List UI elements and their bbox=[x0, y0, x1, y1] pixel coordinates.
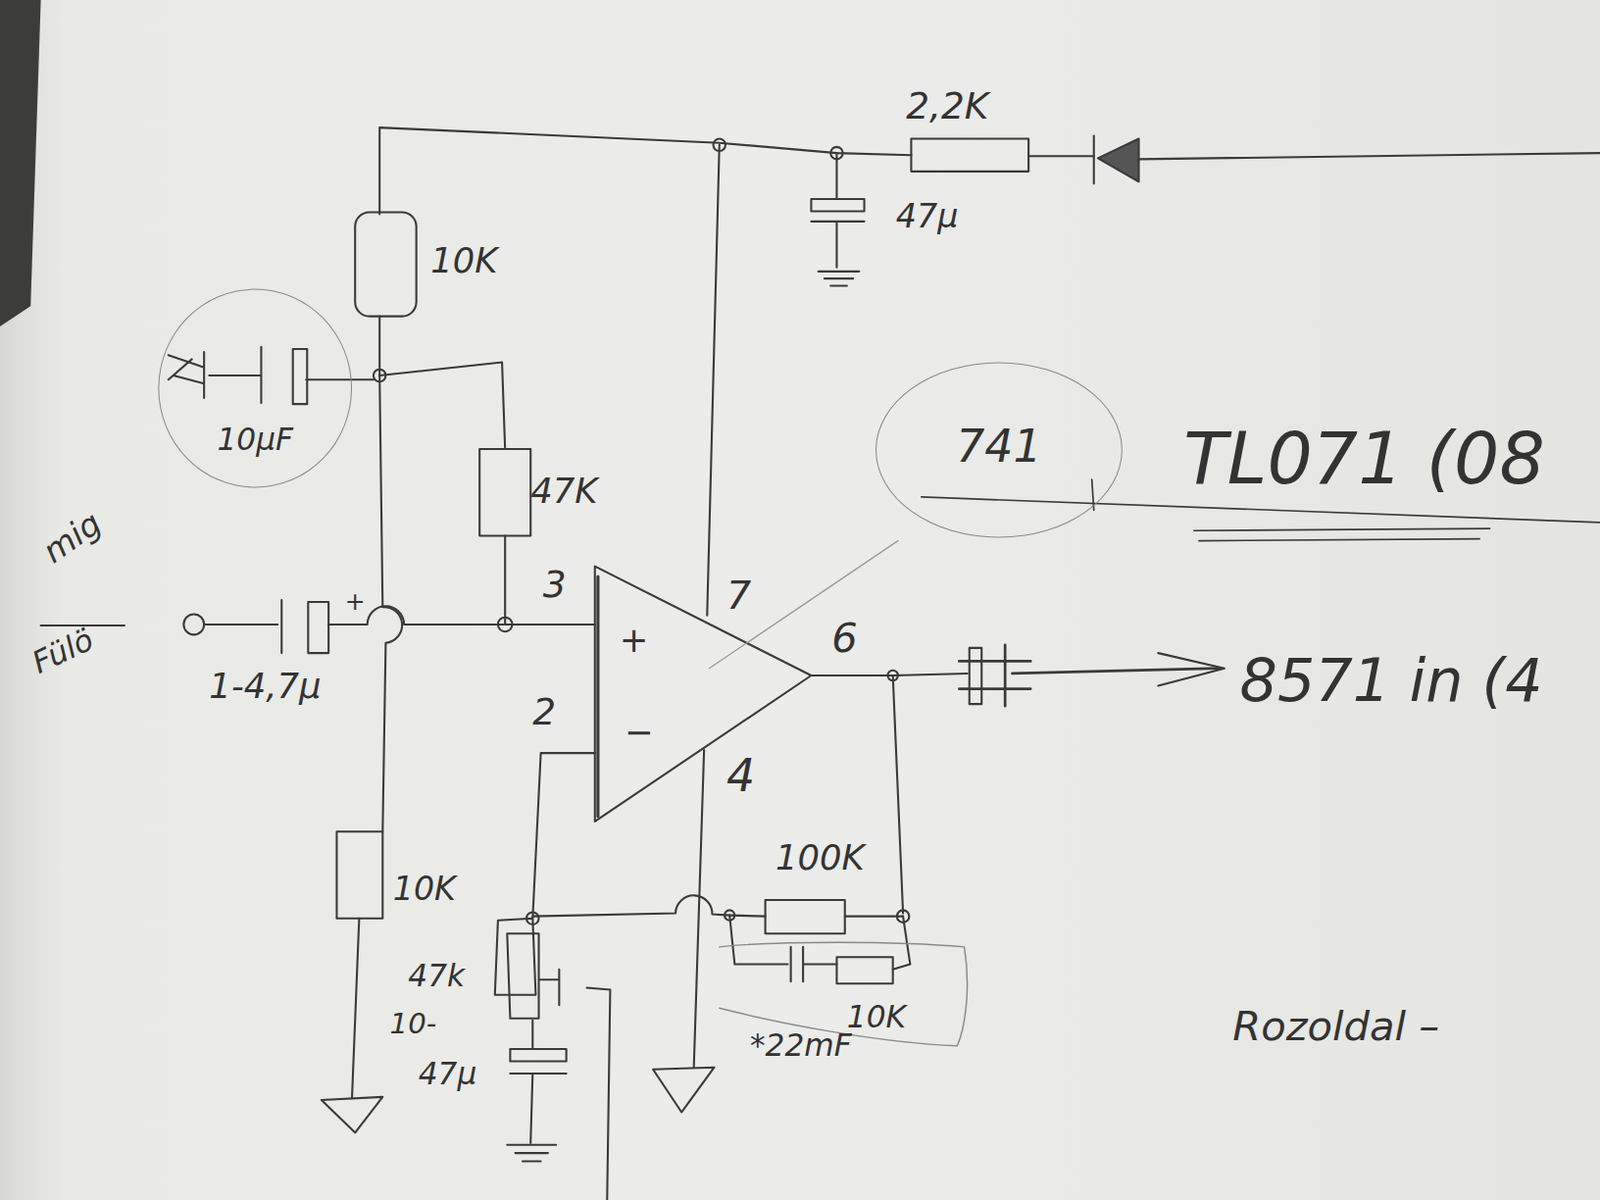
value-label: 47µ bbox=[418, 1058, 478, 1090]
value-label: 47µ bbox=[896, 200, 959, 233]
pin-number: 7 bbox=[726, 576, 751, 616]
note-text: Rozoldal – bbox=[1232, 1004, 1440, 1047]
value-label: 47K bbox=[530, 473, 598, 508]
value-label: 47k bbox=[407, 960, 465, 992]
note-text: 8571 in (4 bbox=[1240, 650, 1544, 710]
pin-number: 4 bbox=[726, 752, 755, 799]
pin-number: 2 bbox=[532, 694, 556, 731]
node-text: 741 bbox=[955, 424, 1042, 470]
capacitor-circle: 10µF bbox=[157, 289, 352, 489]
pin-number: 3 bbox=[543, 566, 567, 603]
value-label: 10- bbox=[390, 1009, 438, 1039]
pin-sign: + bbox=[619, 622, 650, 657]
value-label: 1-4,7µ bbox=[208, 668, 321, 703]
pin-number: 6 bbox=[831, 617, 857, 659]
part-name: TL071 (08 bbox=[1183, 423, 1545, 496]
pin-sign: − bbox=[624, 714, 654, 750]
value-label: *22mF bbox=[750, 1030, 852, 1061]
note-text: mig bbox=[37, 505, 107, 568]
value-label: 100K bbox=[775, 840, 865, 875]
note-text: Fülö bbox=[27, 624, 98, 679]
polarity-mark: + bbox=[345, 590, 366, 615]
value-label: 2,2K bbox=[905, 88, 989, 125]
part-circle: 741 bbox=[875, 361, 1123, 538]
value-label: 10K bbox=[430, 243, 498, 278]
node-text: 10µF bbox=[216, 424, 294, 455]
value-label: 10K bbox=[847, 1001, 906, 1033]
value-label: 10K bbox=[393, 872, 456, 905]
